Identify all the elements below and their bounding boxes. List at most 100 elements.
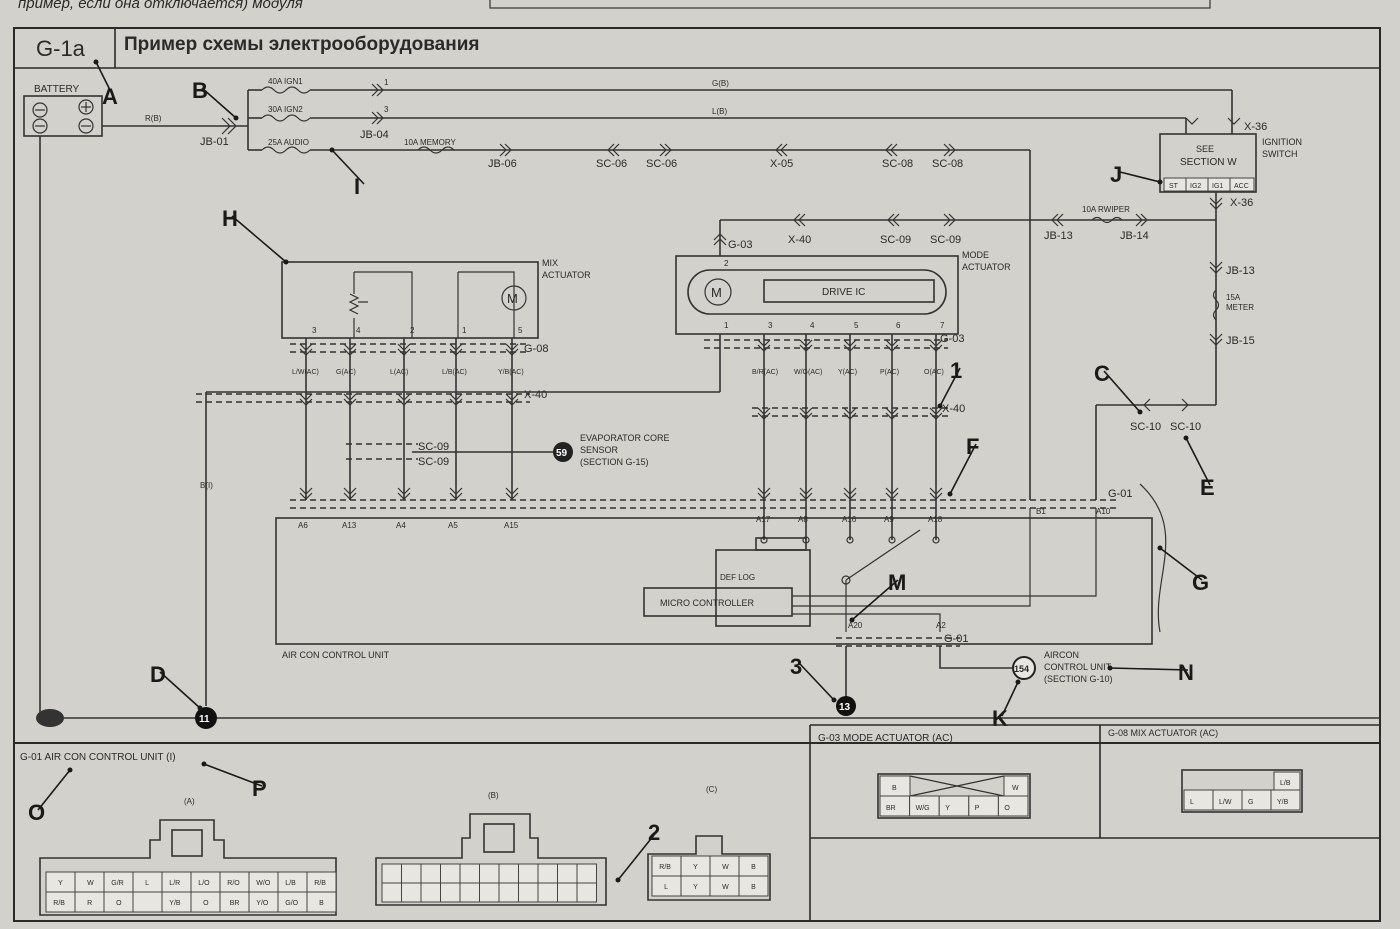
pin-3: 3 [384,105,389,114]
connector-jb04 [371,111,384,125]
ecu-internal-bus [792,508,1097,632]
mode-pin: 3 [768,321,773,330]
pin-label: BR [230,900,240,907]
callout-c: C [1094,361,1110,386]
callout-leader [159,671,201,709]
callout-a: A [102,84,118,109]
ground-13-icon [836,696,856,716]
g03-blank-cross [909,775,1005,797]
pin-cell [576,863,597,884]
fuse-audio: 25A AUDIO [268,138,309,147]
def-log-switch [755,537,807,551]
connector-symbol-icon [799,487,813,500]
wire-code: G(B) [712,79,729,88]
pin-cell [738,875,769,897]
g08-housing [1181,769,1303,813]
page-title: Пример схемы электрооборудования [124,34,479,55]
connector-symbol-icon [843,487,857,500]
def-log-label: DEF LOG [720,573,755,582]
ign-terminal: ST [1169,183,1179,190]
ecu-pin-b1: B1 [1036,507,1046,516]
callout-1: 1 [950,358,962,383]
pin-cell [440,882,461,903]
conn-sc06a: SC-06 [596,158,627,170]
mode-actuator [675,255,959,335]
connector-a-latch [171,829,203,857]
pin-label: B [751,864,756,871]
pin-cell [459,863,480,884]
conn-g08: G-08 [524,343,548,355]
connector-sc08a [885,143,898,157]
mode-actuator-label-1: MODE [962,250,989,260]
conn-jb01: JB-01 [200,136,229,148]
mix-motor-circuit [457,271,515,338]
aircon-ref-1: AIRCON [1044,650,1079,660]
mode-pin: 7 [940,321,945,330]
pin-cell [938,795,970,817]
pin-label: Y [945,805,950,812]
pin-cell [537,863,558,884]
connector-symbol-icon [885,339,899,352]
pin-cell [440,863,461,884]
callout-leader [1001,681,1019,717]
evaporator-label-1: EVAPORATOR CORE [580,433,670,443]
g03-panel-title: G-03 MODE ACTUATOR (AC) [818,733,953,744]
mode-motor-label: M [711,285,722,300]
pin-label: W [87,880,94,887]
callout-arrowhead [849,617,855,623]
mix-wire-code: G(AC) [336,369,356,376]
pin-1: 1 [384,78,389,87]
ref-154: 154 [1014,664,1029,674]
evaporator-label-2: SENSOR [580,445,619,455]
pin-cell [401,882,422,903]
connector-symbol-icon [505,343,519,356]
conn-jb13b: JB-13 [1226,265,1255,277]
callout-leader [1119,171,1161,183]
connector-c-housing [647,835,771,901]
callout-h: H [222,206,238,231]
pin-label: L/W [1219,799,1232,806]
callout-leader [851,579,899,621]
ecu-label: AIR CON CONTROL UNIT [282,650,390,660]
ecu-pin: A18 [928,515,943,524]
g01-connector-band [290,499,1120,509]
callout-leader [1109,667,1189,671]
conn-jb04: JB-04 [360,129,389,141]
ecu-terminal [846,536,854,544]
pin-cell [381,863,402,884]
ecu-terminal [888,536,896,544]
pin-label: Y [693,884,698,891]
mode-actuator-label-2: ACTUATOR [962,262,1011,272]
pin-cell [459,882,480,903]
conn-sc08a: SC-08 [882,158,913,170]
mode-motor-icon [704,278,732,306]
pin-label: P [975,805,980,812]
conn-sc09c: SC-09 [418,441,449,453]
pin-label: W/G [916,805,930,812]
ign-terminals: ST IG2 IG1 ACC [1163,177,1255,192]
battery-label: BATTERY [34,84,80,95]
ecu-pin-a20: A20 [848,621,863,630]
ecu-pin-a10: A10 [1096,507,1111,516]
conn-sc08b: SC-08 [932,158,963,170]
connector-a-housing [39,819,337,916]
ecu-pin: A5 [448,521,458,530]
pin-label: L [664,884,668,891]
conn-jb14: JB-14 [1120,230,1149,242]
pin-label: R/O [227,880,240,887]
callout-leader [1185,437,1211,486]
callout-leader [201,87,237,119]
ecu-pin: A13 [342,521,357,530]
pin-cell [401,863,422,884]
ecu-terminal [760,536,768,544]
section-code: G-1a [36,36,86,61]
ground-11: 11 [199,714,210,725]
wire-code: L(B) [712,107,727,116]
conn-sc09b: SC-09 [930,234,961,246]
ign-terminal: IG2 [1190,183,1201,190]
callout-arrowhead [329,147,335,153]
callout-leader [1159,547,1203,581]
conn-g03-bottom: G-03 [940,333,964,345]
